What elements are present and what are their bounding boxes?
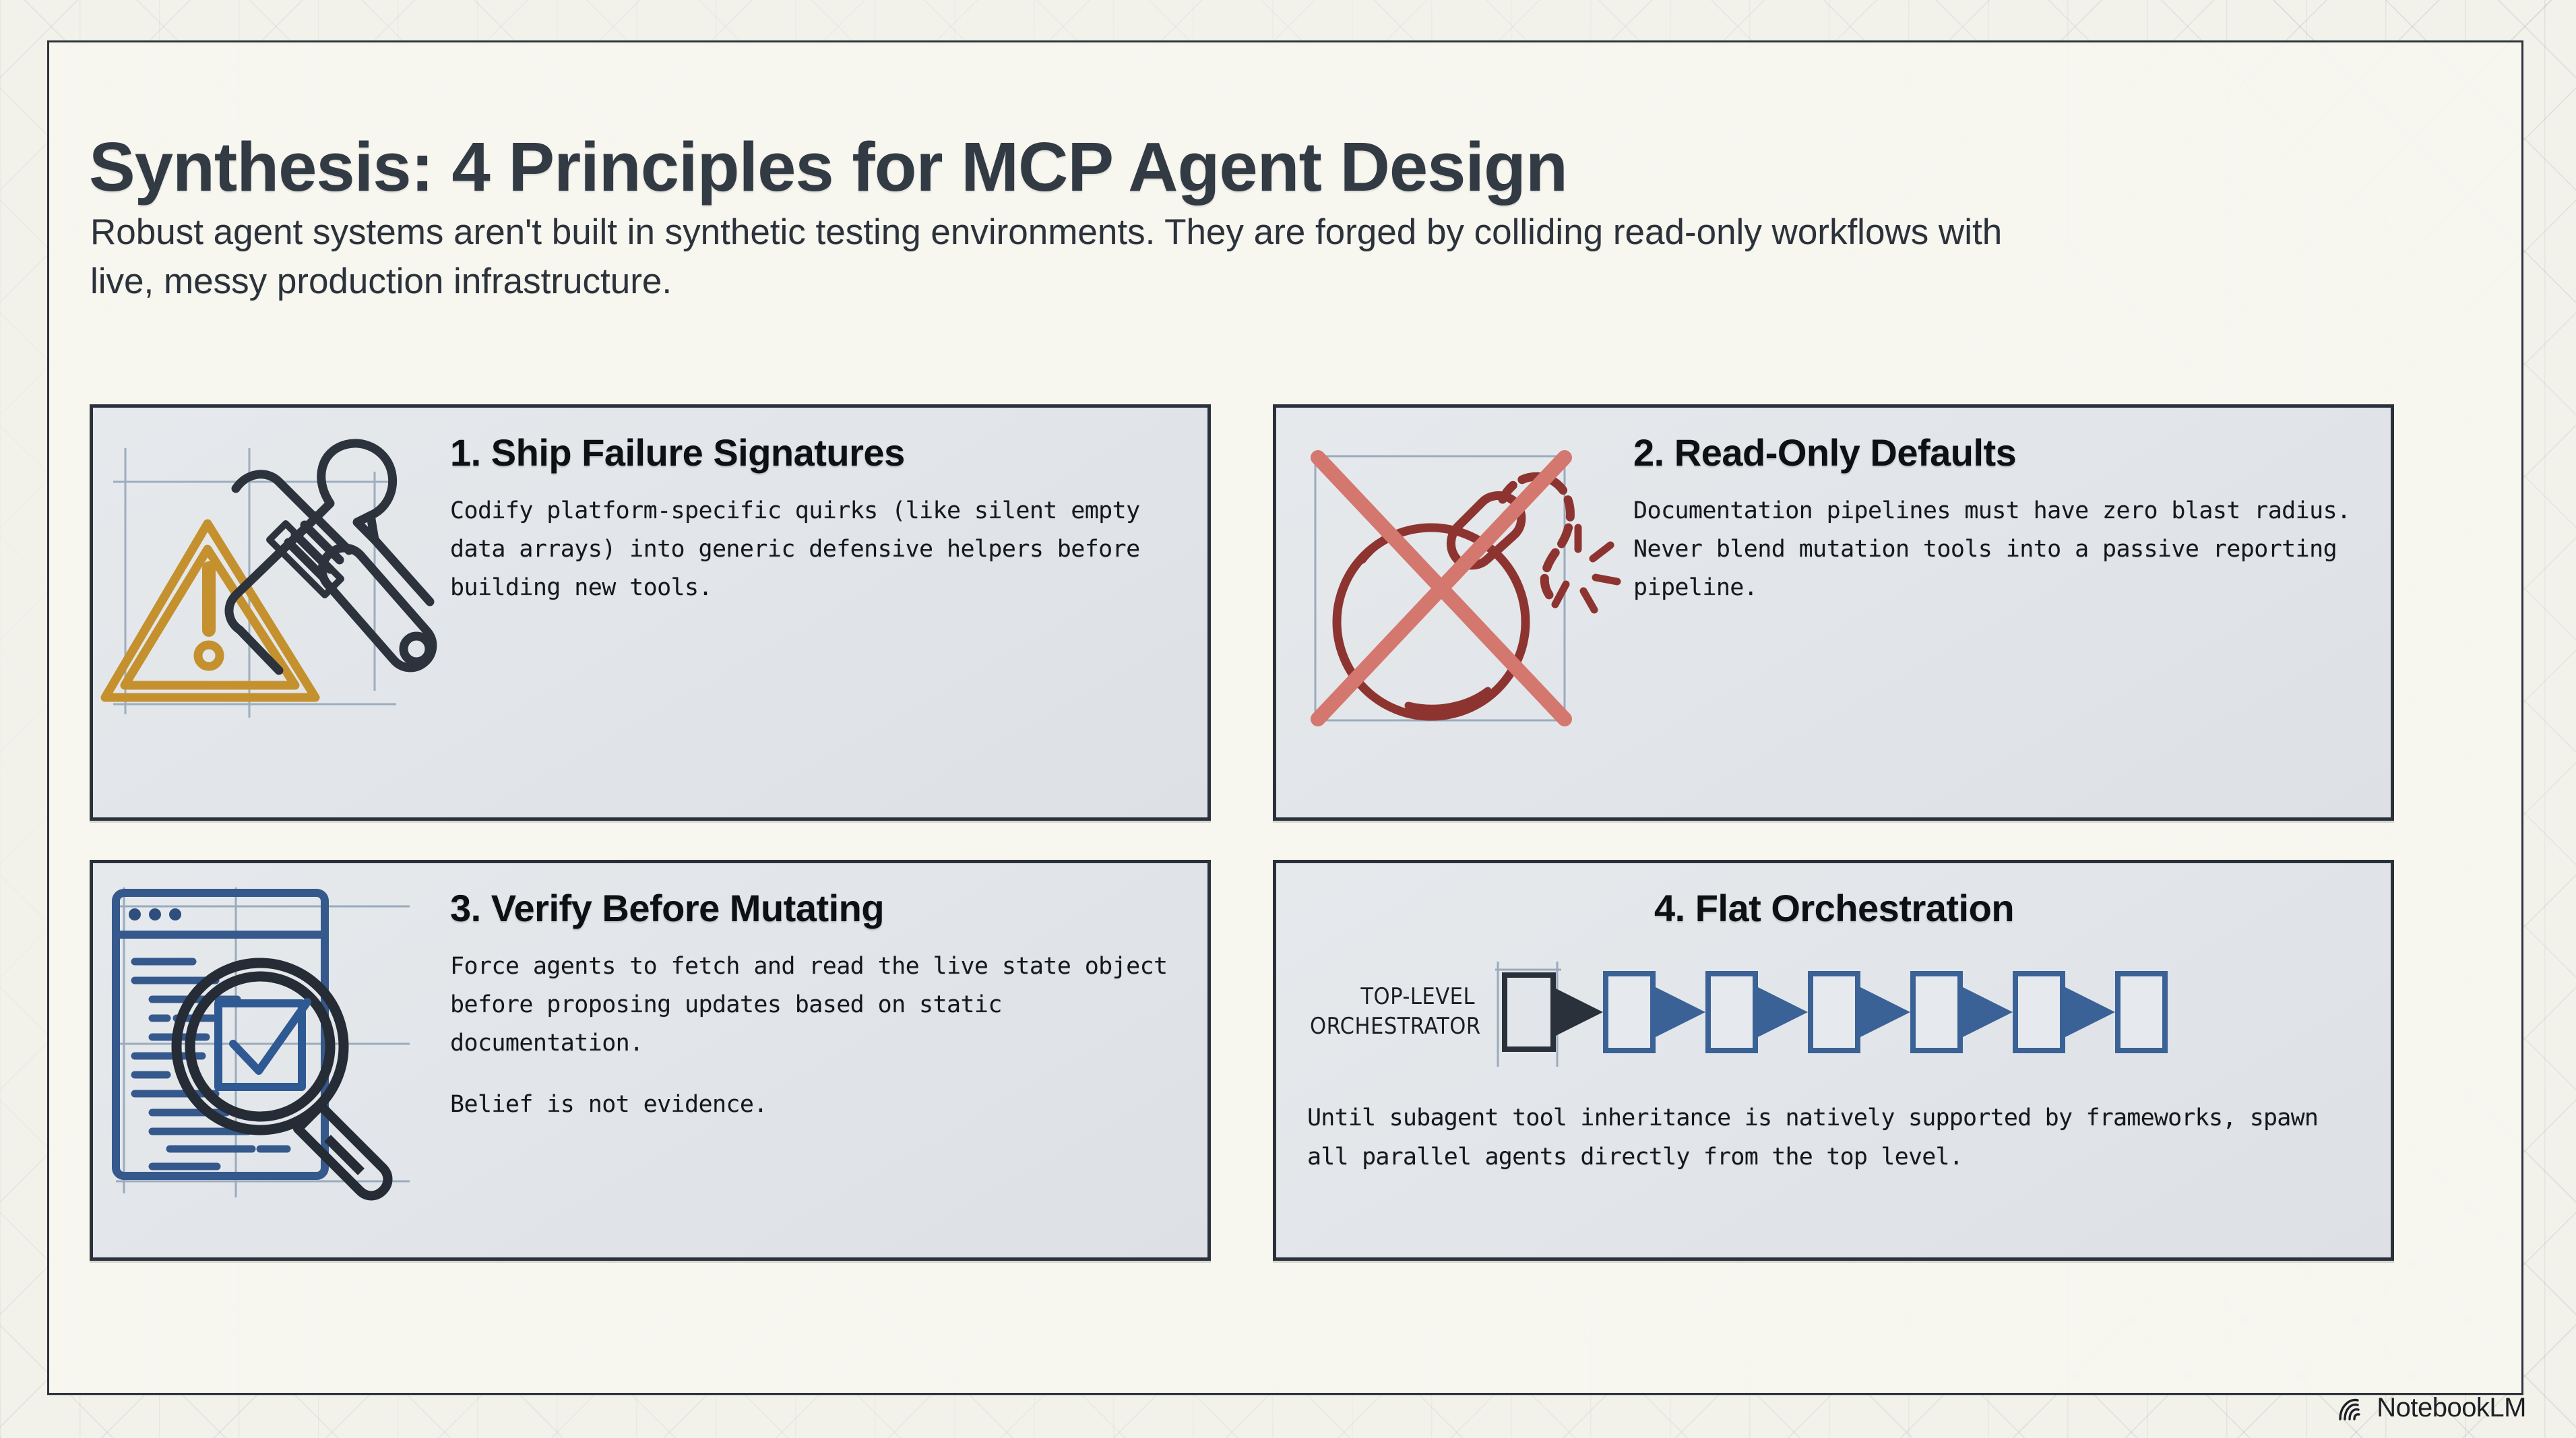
principle-card-4[interactable]: 4. Flat Orchestration TOP-LEVEL ORCHESTR… [1273, 860, 2394, 1261]
orchestrator-label-line-2: ORCHESTRATOR [1310, 1013, 1481, 1040]
notebooklm-wordmark: NotebookLM [2377, 1393, 2526, 1423]
card-2-title: 2. Read-Only Defaults [1633, 431, 2017, 474]
card-2-body: Documentation pipelines must have zero b… [1633, 497, 2351, 602]
card-1-title: 1. Ship Failure Signatures [450, 431, 905, 474]
notebooklm-spiral-icon [2337, 1395, 2367, 1422]
card-3-body-2: Belief is not evidence. [450, 1091, 767, 1119]
document-magnifier-check-icon [93, 863, 450, 1257]
page-title: Synthesis: 4 Principles for MCP Agent De… [89, 128, 1568, 206]
card-4-body: Until subagent tool inheritance is nativ… [1307, 1104, 2319, 1171]
principle-card-1[interactable]: 1. Ship Failure Signatures Codify platfo… [90, 404, 1211, 821]
principle-card-3[interactable]: 3. Verify Before Mutating Force agents t… [90, 860, 1211, 1261]
card-3-body: Force agents to fetch and read the live … [450, 953, 1168, 1057]
principles-card-grid: 1. Ship Failure Signatures Codify platfo… [90, 404, 2394, 1307]
orchestrator-label-line-1: TOP-LEVEL [1360, 983, 1475, 1011]
orchestrator-label: TOP-LEVEL ORCHESTRATOR [1310, 982, 1493, 1041]
card-1-body: Codify platform-specific quirks (like si… [450, 497, 1140, 602]
flat-orchestration-diagram: TOP-LEVEL ORCHESTRATOR [1310, 945, 2361, 1080]
notebooklm-logo: NotebookLM [2337, 1393, 2526, 1423]
principle-card-2[interactable]: 2. Read-Only Defaults Documentation pipe… [1273, 404, 2394, 821]
no-bomb-icon [1276, 408, 1633, 817]
card-4-title: 4. Flat Orchestration [1654, 887, 2015, 929]
wrench-warning-icon [93, 408, 450, 817]
page-subtitle: Robust agent systems aren't built in syn… [90, 212, 2003, 302]
card-3-title: 3. Verify Before Mutating [450, 887, 885, 929]
